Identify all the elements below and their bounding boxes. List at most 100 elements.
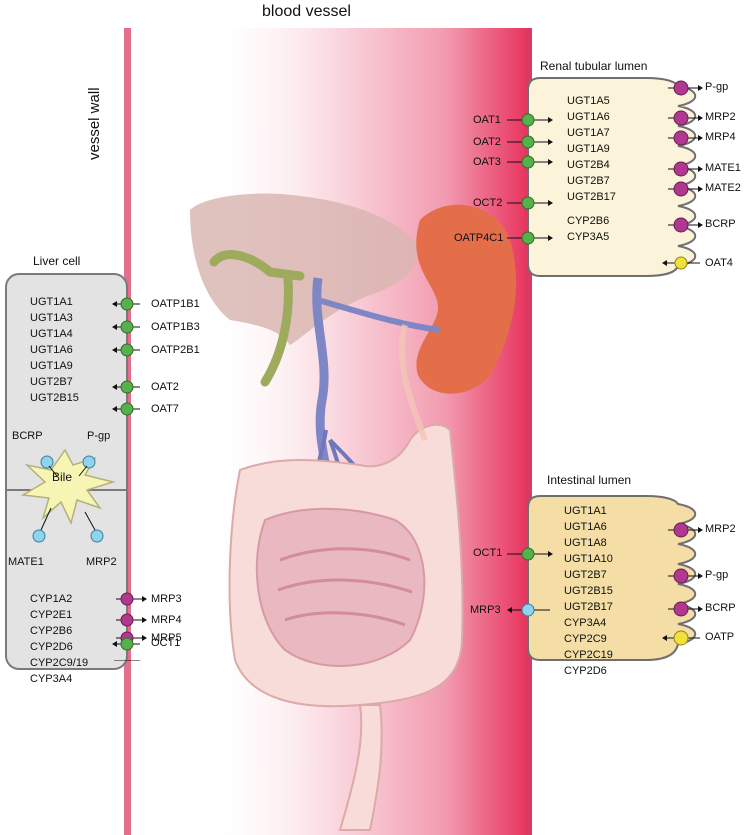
oatp2b1-transporter-icon [112, 343, 140, 357]
oat7-label: OAT7 [151, 403, 179, 415]
oct2-label: OCT2 [473, 197, 503, 209]
bcrp-renal-label: BCRP [705, 218, 736, 230]
mrp4-liver-transporter-icon [116, 613, 147, 627]
oat2-liver-transporter-icon [112, 380, 140, 394]
oatp1b1-transporter-icon [112, 297, 140, 311]
mate1-renal-label: MATE1 [705, 162, 741, 174]
small-intestine-folds [277, 547, 413, 627]
renal-enzyme-ugt2b17: UGT2B17 [567, 191, 616, 203]
renal-title: Renal tubular lumen [540, 59, 648, 73]
int-enzyme-cyp3a4: CYP3A4 [564, 617, 607, 629]
enzyme-cyp3a4: CYP3A4 [30, 673, 73, 685]
enzyme-ugt1a4: UGT1A4 [30, 328, 73, 340]
mrp3-int-label: MRP3 [470, 604, 501, 616]
vessel-wall-label: vessel wall [86, 87, 103, 160]
renal-enzyme-ugt1a9: UGT1A9 [567, 143, 610, 155]
intestinal-enzymes: UGT1A1 UGT1A6 UGT1A8 UGT1A10 UGT2B7 UGT2… [564, 503, 613, 679]
oat2-renal-label: OAT2 [473, 136, 501, 148]
pgp-transporter-icon [82, 455, 96, 469]
renal-enzyme-ugt1a7: UGT1A7 [567, 127, 610, 139]
int-enzyme-cyp2d6: CYP2D6 [564, 665, 607, 677]
enzyme-cyp2d6: CYP2D6 [30, 641, 73, 653]
int-enzyme-ugt2b15: UGT2B15 [564, 585, 613, 597]
int-enzyme-ugt1a10: UGT1A10 [564, 553, 613, 565]
enzyme-ugt2b15: UGT2B15 [30, 392, 79, 404]
mrp5-liver-label: MRP5 [151, 632, 182, 644]
pgp-arrow [78, 465, 88, 477]
mrp3-int-transporter-icon [507, 603, 550, 617]
oat3-label: OAT3 [473, 156, 501, 168]
int-enzyme-cyp2c19: CYP2C19 [564, 649, 613, 661]
oat2-renal-transporter-icon [507, 135, 553, 149]
oat1-label: OAT1 [473, 114, 501, 126]
bcrp-label: BCRP [12, 430, 43, 442]
enzyme-ugt1a9: UGT1A9 [30, 360, 73, 372]
mrp2-int-transporter-icon [668, 522, 703, 538]
enzyme-cyp2c9-19: CYP2C9/19 [30, 657, 89, 669]
renal-enzyme-cyp3a5: CYP3A5 [567, 231, 610, 243]
oat2-liver-label: OAT2 [151, 381, 179, 393]
mate1-renal-transporter-icon [668, 161, 703, 177]
mrp2-transporter-icon [90, 529, 104, 543]
liver-enzymes-top: UGT1A1 UGT1A3 UGT1A4 UGT1A6 UGT1A9 UGT2B… [30, 294, 79, 406]
mate1-transporter-icon [32, 529, 46, 543]
int-enzyme-cyp2c9: CYP2C9 [564, 633, 607, 645]
liver-transporter-markers [112, 297, 147, 645]
mrp3-liver-transporter-icon [116, 592, 147, 606]
oat7-transporter-icon [112, 402, 140, 416]
rectum [338, 704, 383, 831]
renal-enzyme-ugt1a6: UGT1A6 [567, 111, 610, 123]
diagram-title: blood vessel [262, 3, 351, 20]
enzyme-ugt1a6: UGT1A6 [30, 344, 73, 356]
int-enzyme-ugt2b7: UGT2B7 [564, 569, 607, 581]
enzyme-ugt1a1: UGT1A1 [30, 296, 73, 308]
bcrp-arrow [48, 465, 58, 477]
oct2-transporter-icon [507, 196, 553, 210]
int-enzyme-ugt1a1: UGT1A1 [564, 505, 607, 517]
enzyme-cyp2e1: CYP2E1 [30, 609, 73, 621]
right-vessel-wall [525, 28, 532, 835]
renal-basolateral-markers [507, 113, 553, 245]
enzyme-ugt2b7: UGT2B7 [30, 376, 73, 388]
bcrp-int-transporter-icon [668, 601, 703, 617]
bcrp-renal-transporter-icon [668, 217, 703, 233]
int-enzyme-ugt2b17: UGT2B17 [564, 601, 613, 613]
oat4-label: OAT4 [705, 257, 733, 269]
enzyme-cyp1a2: CYP1A2 [30, 593, 73, 605]
renal-enzyme-ugt2b4: UGT2B4 [567, 159, 610, 171]
oct1-liver-label: OCT1 [151, 637, 181, 649]
pgp-int-label: P-gp [705, 569, 729, 581]
oatp-int-transporter-icon [662, 630, 700, 646]
bile-label: Bile [52, 470, 73, 484]
renal-vein [317, 297, 441, 333]
oatp1b3-label: OATP1B3 [151, 321, 200, 333]
enzyme-ugt1a3: UGT1A3 [30, 312, 73, 324]
oat1-transporter-icon [507, 113, 553, 127]
bcrp-int-label: BCRP [705, 602, 736, 614]
intestinal-cell [527, 495, 697, 661]
bile-canaliculus [20, 448, 116, 543]
oat4-transporter-icon [662, 256, 700, 270]
oct1-int-label: OCT1 [473, 547, 503, 559]
mate2-label: MATE2 [705, 182, 741, 194]
renal-enzyme-ugt1a5: UGT1A5 [567, 95, 610, 107]
pgp-label: P-gp [87, 430, 111, 442]
bcrp-transporter-icon [40, 455, 54, 469]
small-intestine [255, 507, 426, 667]
renal-enzymes: UGT1A5 UGT1A6 UGT1A7 UGT1A9 UGT2B4 UGT2B… [567, 93, 616, 245]
oatp4c1-transporter-icon [507, 231, 553, 245]
liver-cell-title: Liver cell [33, 254, 81, 268]
intestinal-title: Intestinal lumen [547, 473, 632, 487]
mate2-transporter-icon [668, 181, 703, 197]
oct1-liver-marker [114, 660, 140, 661]
liver-enzymes-bottom: CYP1A2 CYP2E1 CYP2B6 CYP2D6 CYP2C9/19 CY… [30, 591, 88, 687]
renal-enzyme-ugt2b7: UGT2B7 [567, 175, 610, 187]
int-enzyme-ugt1a8: UGT1A8 [564, 537, 607, 549]
intestinal-apical-markers [662, 522, 703, 646]
mrp2-label: MRP2 [86, 556, 117, 568]
enzyme-cyp2b6: CYP2B6 [30, 625, 73, 637]
oatp4c1-label: OATP4C1 [454, 232, 504, 244]
mrp2-arrow [84, 511, 96, 531]
int-enzyme-ugt1a6: UGT1A6 [564, 521, 607, 533]
